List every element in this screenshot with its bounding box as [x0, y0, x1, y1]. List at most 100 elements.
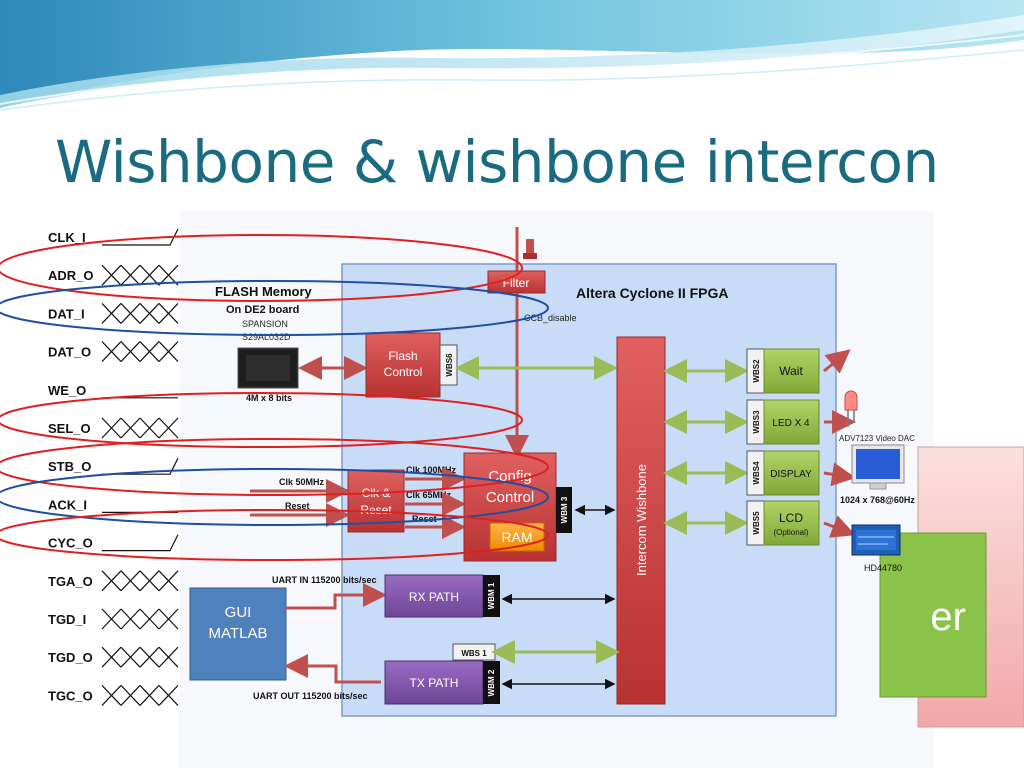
signal-name: TGD_I: [48, 612, 86, 627]
signal-name: ADR_O: [48, 268, 94, 283]
flash-board: On DE2 board: [226, 304, 299, 316]
slave-output-arrow: [823, 349, 851, 374]
wbs1-label: WBS 1: [461, 649, 487, 658]
slave-tag-label: WBS2: [752, 359, 761, 383]
wbm3-tag: [556, 487, 572, 533]
wbm1-tag: [483, 575, 500, 617]
slave-box: [763, 399, 820, 445]
uart-in-label: UART IN 115200 bits/sec: [272, 575, 377, 585]
signal-name: TGD_O: [48, 650, 93, 665]
config-control-line2: Control: [486, 489, 534, 506]
wbm3-label: WBM 3: [560, 496, 569, 523]
slave-wbs4: WBS4 DISPLAY: [663, 450, 856, 496]
slave-output-arrow: [823, 462, 856, 487]
signal-waveform: [102, 228, 179, 246]
intercom-label: Intercom Wishbone: [634, 464, 649, 576]
timing-row-sel-o: SEL_O: [48, 417, 179, 439]
timing-row-dat-o: DAT_O: [48, 341, 179, 363]
clk100-label: Clk 100MHz: [406, 465, 457, 475]
wbm2-label: WBM 2: [487, 669, 496, 696]
signal-name: SEL_O: [48, 421, 91, 436]
timing-row-tgd-i: TGD_I: [48, 608, 179, 630]
clk-reset-line2: Reset: [360, 503, 392, 517]
back-fragment-text: er: [930, 595, 966, 639]
timing-row-cyc-o: CYC_O: [48, 534, 179, 552]
timing-row-adr-o: ADR_O: [48, 264, 179, 286]
highlight-adr-ellipse: [0, 234, 523, 302]
signal-name: CLK_I: [48, 230, 86, 245]
timing-row-tgc-o: TGC_O: [48, 684, 179, 706]
timing-row-tgd-o: TGD_O: [48, 646, 179, 668]
slave-tag-label: WBS4: [752, 461, 761, 485]
clk50-label: Clk 50MHz: [279, 477, 325, 487]
gui-line2: MATLAB: [209, 625, 268, 642]
slave-tag-label: WBS3: [752, 410, 761, 434]
timing-row-tga-o: TGA_O: [48, 570, 179, 592]
wbm1-label: WBM 1: [487, 582, 496, 609]
rx-path-box: [384, 574, 484, 618]
lcd-model-label: HD44780: [864, 563, 902, 573]
tx-path-box: [384, 660, 484, 705]
slave-label: LED X 4: [772, 418, 810, 429]
flash-chip-die: [246, 355, 290, 381]
signal-waveform: [101, 646, 179, 668]
rx-path-label: RX PATH: [409, 590, 459, 604]
gui-matlab-box: [189, 587, 287, 681]
signal-waveform: [101, 570, 179, 592]
signal-name: STB_O: [48, 459, 91, 474]
slave-box: [763, 348, 820, 394]
signal-name: DAT_I: [48, 306, 85, 321]
signal-name: ACK_I: [48, 497, 87, 512]
slave-label: Wait: [779, 364, 803, 378]
flash-control-line2: Control: [384, 365, 423, 379]
lcd-module-icon: [851, 524, 901, 556]
slave-sublabel: (Optional): [773, 528, 808, 537]
highlight-sel-ellipse: [0, 392, 523, 448]
signal-name: CYC_O: [48, 536, 93, 551]
signal-waveform: [101, 302, 179, 324]
uart-out-label: UART OUT 115200 bits/sec: [253, 691, 368, 701]
slave-wbs3: WBS3 LED X 4: [663, 399, 856, 445]
tx-path-label: TX PATH: [410, 676, 459, 690]
signal-name: TGA_O: [48, 574, 93, 589]
slave-box: [763, 450, 820, 496]
slave-box: [763, 500, 820, 546]
wishbone-diagram: er Altera Cyclone II FPGA CLK_I ADR_O DAT_…: [0, 211, 1024, 768]
gui-line1: GUI: [225, 604, 252, 621]
slave-wbs5: WBS5 LCD (Optional): [663, 500, 856, 546]
flash-control-box: [365, 332, 441, 398]
signal-waveform: [101, 684, 179, 706]
signal-name: TGC_O: [48, 688, 93, 703]
highlight-dat-ellipse: [0, 280, 549, 336]
uart-out-arrow: [284, 654, 381, 684]
intercom-bus: [616, 336, 666, 705]
timing-rows: CLK_IADR_ODAT_IDAT_OWE_OSEL_OSTB_OACK_IC…: [48, 228, 179, 706]
switch-icon: [526, 239, 534, 257]
timing-row-dat-i: DAT_I: [48, 302, 179, 324]
clk65-label: Clk 65MHz: [406, 490, 452, 500]
highlight-stb-ellipse: [0, 438, 549, 496]
wbs6-label: WBS6: [445, 353, 454, 377]
flash-part: SPANSION: [242, 319, 288, 329]
dac-label: ADV7123 Video DAC: [839, 434, 915, 443]
fpga-title: Altera Cyclone II FPGA: [576, 285, 728, 301]
switch-base: [523, 253, 537, 259]
signal-waveform: [101, 417, 179, 439]
slave-output-arrow: [823, 515, 856, 538]
slave-label: LCD: [779, 511, 803, 525]
led-icon: [844, 390, 858, 427]
reset-out-label: Reset: [412, 514, 437, 524]
flash-control-line1: Flash: [388, 349, 417, 363]
reset-in-label: Reset: [285, 501, 310, 511]
slave-label: DISPLAY: [770, 469, 812, 480]
timing-row-clk-i: CLK_I: [48, 228, 179, 246]
highlight-ack-ellipse: [0, 468, 549, 526]
highlight-cyc-ellipse: [0, 509, 549, 561]
signal-waveform: [102, 534, 179, 552]
slave-wbs2: WBS2 Wait: [663, 348, 851, 394]
filter-label: Filter: [503, 276, 530, 290]
header-wave-decoration: [0, 0, 1024, 120]
ram-label: RAM: [501, 529, 532, 545]
slave-tag-label: WBS5: [752, 511, 761, 535]
flash-title: FLASH Memory: [215, 284, 313, 299]
